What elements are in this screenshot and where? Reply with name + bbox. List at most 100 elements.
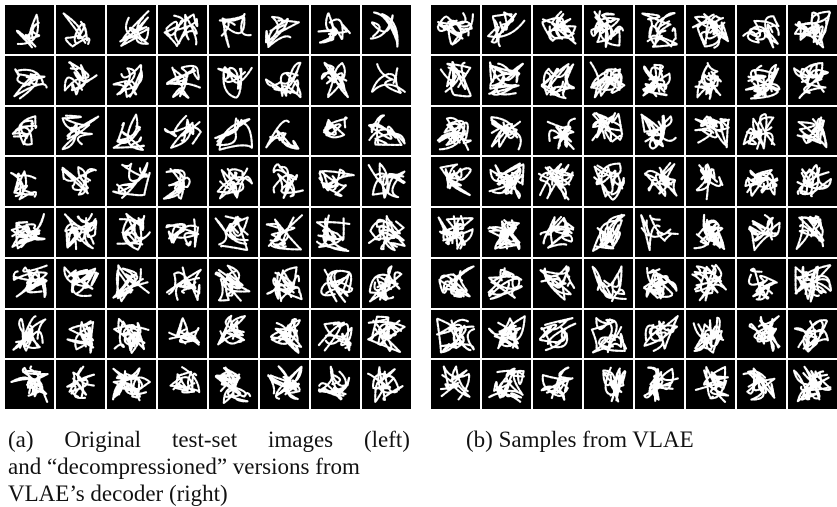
glyph-tile	[362, 106, 411, 156]
glyph-tile	[737, 258, 786, 308]
glyph-tile	[5, 360, 54, 409]
glyph-drawing	[748, 214, 781, 252]
glyph-stroke	[546, 117, 576, 150]
caption-a-word: (left)	[364, 427, 410, 452]
glyph-tile	[482, 208, 531, 257]
glyph-stroke	[748, 214, 781, 252]
glyph-drawing	[439, 163, 473, 197]
glyph-tile	[482, 55, 531, 105]
glyph-tile	[56, 106, 105, 156]
glyph-stroke	[112, 367, 151, 402]
glyph-drawing	[793, 10, 832, 49]
glyph-tile	[737, 157, 786, 206]
glyph-tile	[686, 360, 735, 409]
glyph-drawing	[487, 267, 523, 300]
glyph-drawing	[796, 115, 828, 148]
glyph-stroke	[487, 11, 526, 48]
glyph-tile	[431, 309, 480, 359]
glyph-tile	[362, 360, 411, 409]
glyph-drawing	[793, 318, 829, 353]
glyph-tile	[362, 208, 411, 257]
glyph-drawing	[793, 366, 832, 403]
glyph-drawing	[368, 265, 403, 303]
glyph-drawing	[112, 63, 144, 98]
glyph-drawing	[692, 316, 725, 354]
glyph-drawing	[537, 163, 575, 201]
glyph-stroke	[368, 265, 403, 303]
glyph-drawing	[694, 61, 723, 100]
glyph-drawing	[320, 61, 349, 98]
glyph-drawing	[691, 13, 730, 49]
glyph-tile	[158, 258, 207, 308]
glyph-stroke	[61, 166, 97, 196]
glyph-stroke	[265, 214, 304, 251]
glyph-drawing	[112, 113, 145, 151]
glyph-drawing	[163, 13, 199, 48]
glyph-stroke	[487, 267, 523, 300]
glyph-stroke	[116, 212, 151, 251]
glyph-drawing	[265, 214, 304, 251]
glyph-tile	[362, 309, 411, 359]
glyph-tile	[5, 309, 54, 359]
glyph-tile	[533, 106, 582, 156]
glyph-drawing	[112, 162, 151, 200]
glyph-stroke	[12, 264, 48, 298]
glyph-tile	[635, 309, 684, 359]
glyph-drawing	[438, 265, 475, 298]
glyph-stroke	[748, 314, 781, 352]
glyph-drawing	[112, 367, 151, 402]
glyph-tile	[158, 360, 207, 409]
glyph-drawing	[640, 12, 679, 48]
glyph-stroke	[369, 11, 399, 48]
glyph-drawing	[62, 12, 91, 48]
glyph-drawing	[591, 111, 624, 142]
glyph-stroke	[742, 15, 780, 49]
glyph-tile	[737, 106, 786, 156]
glyph-drawing	[747, 267, 778, 301]
glyph-stroke	[367, 214, 406, 252]
glyph-drawing	[119, 10, 150, 47]
glyph-drawing	[317, 320, 353, 352]
glyph-stroke	[436, 116, 473, 151]
glyph-stroke	[487, 367, 525, 404]
glyph-drawing	[12, 314, 47, 352]
glyph-tile	[635, 157, 684, 206]
glyph-drawing	[214, 215, 249, 252]
glyph-drawing	[61, 114, 100, 150]
glyph-tile	[107, 5, 156, 54]
glyph-drawing	[540, 366, 574, 402]
glyph-stroke	[439, 163, 473, 197]
glyph-tile	[431, 157, 480, 206]
glyph-stroke	[796, 164, 832, 198]
glyph-stroke	[214, 366, 252, 405]
glyph-stroke	[367, 315, 406, 353]
glyph-tile	[788, 208, 837, 257]
glyph-stroke	[438, 265, 475, 298]
glyph-drawing	[166, 64, 202, 100]
glyph-stroke	[487, 219, 521, 251]
glyph-tile	[686, 258, 735, 308]
glyph-tile	[737, 208, 786, 257]
glyph-tile	[209, 5, 258, 54]
glyph-drawing	[63, 266, 100, 297]
glyph-tile	[56, 157, 105, 206]
glyph-tile	[635, 106, 684, 156]
glyph-stroke	[640, 113, 678, 150]
glyph-drawing	[367, 113, 406, 146]
glyph-tile	[482, 5, 531, 54]
glyph-stroke	[367, 113, 406, 146]
glyph-tile	[5, 208, 54, 257]
caption-a-word: Original	[64, 427, 142, 452]
glyph-drawing	[317, 366, 351, 401]
glyph-drawing	[113, 317, 150, 354]
glyph-stroke	[742, 112, 776, 150]
glyph-tile	[56, 258, 105, 308]
glyph-drawing	[742, 367, 776, 401]
glyph-tile	[260, 157, 309, 206]
glyph-stroke	[112, 63, 144, 98]
glyph-drawing	[643, 162, 678, 198]
glyph-stroke	[214, 117, 254, 151]
glyph-stroke	[793, 10, 832, 49]
glyph-drawing	[10, 170, 38, 201]
glyph-stroke	[216, 65, 253, 99]
